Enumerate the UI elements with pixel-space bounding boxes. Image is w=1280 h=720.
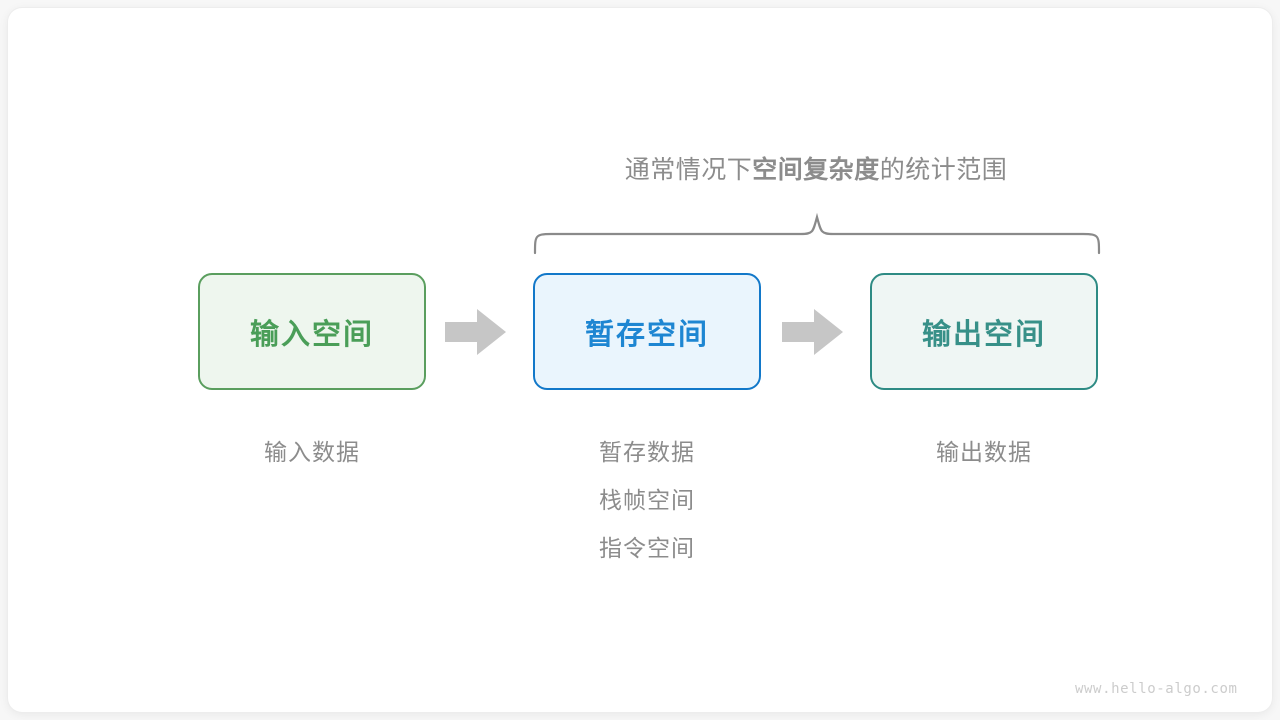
brace-caption-suffix: 的统计范围 <box>879 156 1008 184</box>
caption-input-column: 输入数据 <box>198 428 426 476</box>
caption-output-column: 输出数据 <box>870 428 1098 476</box>
caption-temp-column: 暂存数据 栈帧空间 指令空间 <box>533 428 761 572</box>
box-input-space: 输入空间 <box>198 273 426 390</box>
box-input-space-label: 输入空间 <box>249 318 374 351</box>
box-temp-space-label: 暂存空间 <box>584 318 709 351</box>
right-block-arrow-icon <box>782 309 843 355</box>
caption-item: 栈帧空间 <box>599 487 695 513</box>
brace-caption-emphasis: 空间复杂度 <box>752 156 880 184</box>
caption-item: 输出数据 <box>936 439 1032 465</box>
caption-item: 输入数据 <box>264 439 360 465</box>
brace-caption-prefix: 通常情况下 <box>624 156 753 184</box>
brace-caption: 通常情况下空间复杂度的统计范围 <box>533 153 1099 187</box>
box-output-space-label: 输出空间 <box>921 318 1046 351</box>
right-block-arrow-icon <box>445 309 506 355</box>
box-temp-space: 暂存空间 <box>533 273 761 390</box>
box-output-space: 输出空间 <box>870 273 1098 390</box>
watermark: www.hello-algo.com <box>1075 681 1238 697</box>
curly-brace-icon <box>533 212 1101 255</box>
caption-item: 指令空间 <box>599 535 695 561</box>
caption-item: 暂存数据 <box>599 439 695 465</box>
diagram-card: 通常情况下空间复杂度的统计范围 输入空间 暂存空间 输出空间 输入数据 暂存数据 <box>8 8 1272 712</box>
